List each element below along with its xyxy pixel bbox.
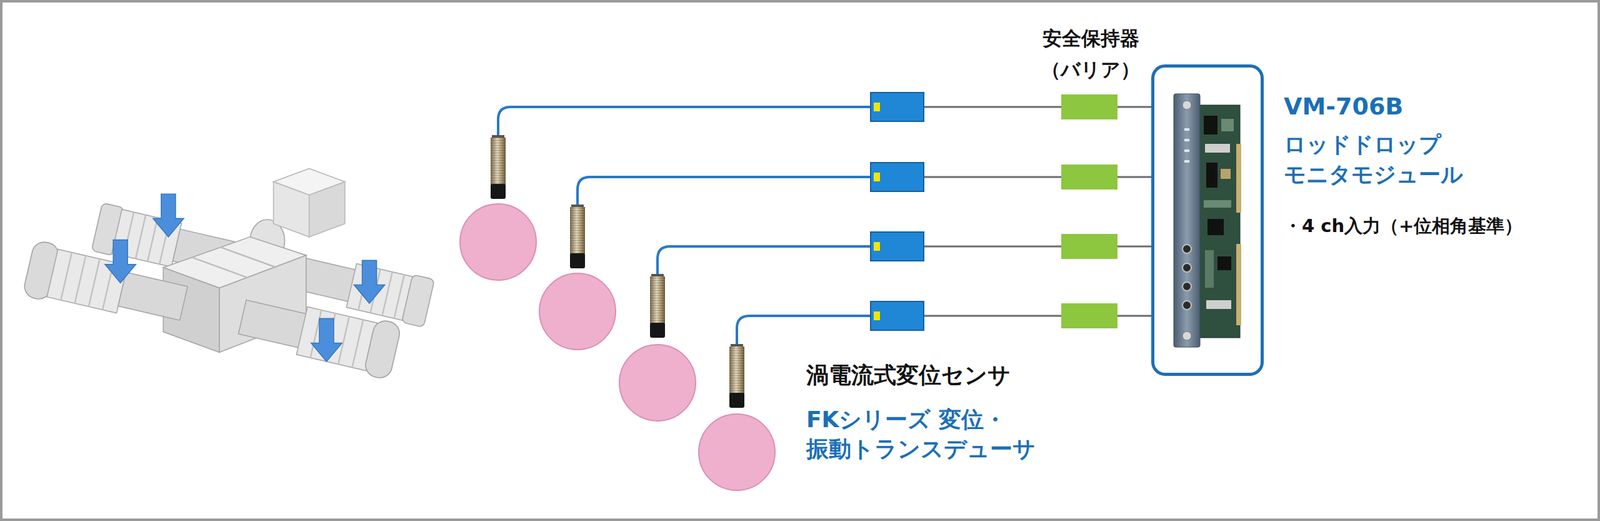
- extension-box: [870, 231, 924, 261]
- circuit-board: [1197, 105, 1240, 338]
- panel-screw: [1182, 331, 1192, 340]
- sensor-label: 渦電流式変位センサ: [806, 361, 1069, 389]
- extension-box: [870, 301, 924, 330]
- input-spec: ・4 ch入力（+位相角基準）: [1283, 215, 1578, 237]
- sensor-body: [729, 346, 745, 394]
- component: [1221, 118, 1234, 132]
- sensor-cable: [577, 176, 872, 209]
- probe-position-arrow: [354, 260, 385, 304]
- cylinder-body: [296, 306, 377, 371]
- bnc-connector: [1182, 300, 1192, 310]
- panel-screw: [1182, 100, 1192, 110]
- component: [1203, 200, 1232, 208]
- displacement-sensor: [650, 273, 665, 338]
- status-led: [1184, 128, 1190, 131]
- cylinder-fins: [60, 252, 114, 310]
- sensor-thread: [570, 206, 585, 255]
- transducer-label: FKシリーズ 変位・振動トランスデューサ: [806, 405, 1132, 464]
- sensor-thread: [490, 137, 506, 185]
- front-cylinder-row: [21, 239, 402, 380]
- signal-wire: [923, 176, 1154, 179]
- indicator-mark: [873, 102, 880, 112]
- indicator-mark: [873, 311, 880, 320]
- ic-chip: [1203, 115, 1218, 135]
- compressor-illustration: [21, 168, 435, 380]
- sensor-body: [570, 206, 585, 255]
- cylinder-head: [401, 274, 435, 327]
- sensor-tip: [570, 253, 585, 269]
- sensor-cable: [657, 246, 872, 278]
- target-disc: [698, 413, 775, 490]
- sensor-body: [650, 276, 665, 324]
- bnc-connector: [1182, 281, 1192, 291]
- ic-chip: [1206, 162, 1218, 188]
- front-plate: [1173, 93, 1200, 347]
- indicator-mark: [873, 172, 880, 182]
- sensor-tip: [650, 322, 665, 338]
- monitor-module-frame: VM-706Bロッドドロップ モニタモジュール・4 ch入力（+位相角基準）: [1151, 64, 1264, 376]
- status-led: [1184, 160, 1190, 163]
- signal-wire: [923, 106, 1154, 109]
- motor-front: [273, 181, 310, 237]
- barrier-box: [1061, 164, 1118, 190]
- target-disc: [619, 344, 696, 421]
- extension-box: [870, 92, 924, 122]
- crankcase-panels: [191, 246, 277, 278]
- target-disc: [539, 273, 616, 350]
- barrier-label: 安全保持器（バリア）: [1035, 22, 1146, 85]
- displacement-sensor: [570, 204, 585, 269]
- cylinder-fins: [310, 310, 364, 368]
- probe-position-arrow: [153, 193, 184, 237]
- sensor-tip: [490, 183, 506, 199]
- component: [1220, 168, 1231, 179]
- barrier-box: [1061, 233, 1118, 259]
- motor-side: [309, 181, 345, 237]
- probe-position-arrow: [105, 240, 136, 284]
- sensor-thread: [650, 276, 665, 324]
- barrier-box: [1061, 303, 1118, 329]
- module-description: ロッドドロップ モニタモジュール: [1283, 130, 1484, 190]
- sensor-body: [490, 137, 506, 185]
- barrier-box: [1061, 94, 1118, 120]
- distance-piece: [238, 300, 309, 349]
- signal-wire: [923, 315, 1154, 317]
- component: [1206, 300, 1232, 309]
- sensor-cable: [498, 106, 872, 139]
- distance-piece: [118, 271, 188, 320]
- signal-wire: [923, 245, 1154, 248]
- component: [1205, 250, 1214, 288]
- sensor-tip: [729, 392, 745, 408]
- indicator-mark: [873, 241, 880, 251]
- displacement-sensor: [490, 135, 506, 199]
- edge-connector: [1236, 143, 1242, 213]
- sensor-thread: [729, 346, 745, 394]
- sensor-cable: [736, 315, 872, 348]
- bnc-connector: [1182, 244, 1192, 254]
- module-board: [1173, 93, 1242, 347]
- model-heading: VM-706B: [1283, 92, 1509, 122]
- ic-chip: [1217, 256, 1232, 270]
- bnc-connector: [1182, 263, 1192, 272]
- ic-chip: [1207, 218, 1224, 235]
- extension-box: [870, 162, 924, 192]
- cylinder-head: [363, 318, 402, 380]
- target-disc: [460, 203, 537, 280]
- edge-connector: [1236, 243, 1242, 325]
- component: [1205, 143, 1230, 153]
- probe-position-arrow: [311, 318, 342, 362]
- displacement-sensor: [729, 343, 745, 408]
- status-led: [1184, 149, 1190, 152]
- status-led: [1184, 138, 1190, 142]
